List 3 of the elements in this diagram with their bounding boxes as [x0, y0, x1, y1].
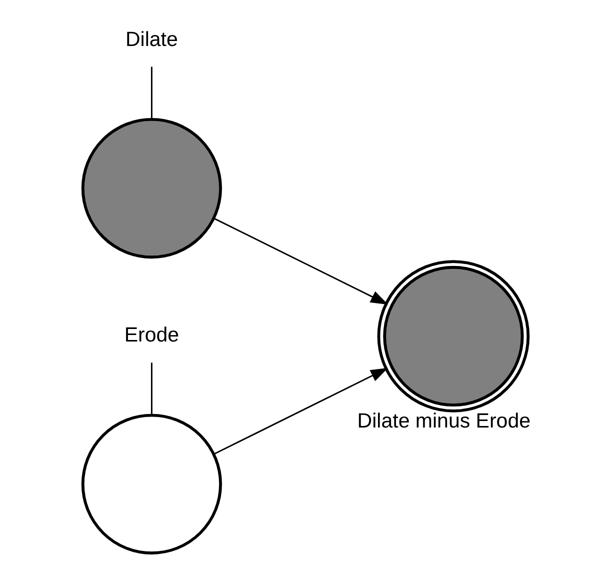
node-text: Erode — [124, 324, 180, 347]
node-text: Dilate — [125, 28, 178, 51]
node-label: Dilate minus Erode — [357, 409, 531, 432]
